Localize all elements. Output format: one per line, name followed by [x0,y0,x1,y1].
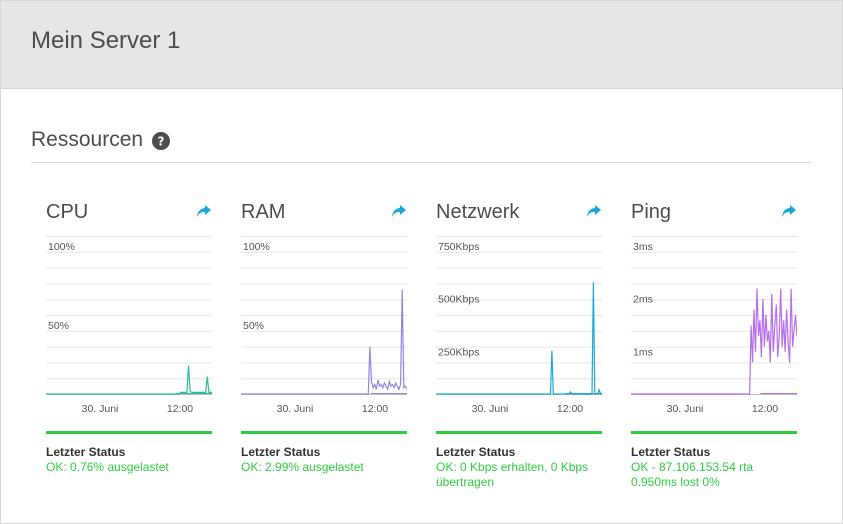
x-tick-label: 12:00 [752,403,778,415]
x-tick-label: 12:00 [167,403,193,415]
status-value: OK: 0.76% ausgelastet [46,460,169,474]
series-line-ram [241,289,407,395]
card-title: RAM [241,201,286,223]
status-value: OK: 2.99% ausgelastet [241,460,364,474]
series-line-ping [631,288,797,395]
y-tick-label: 3ms [633,241,653,253]
y-tick-label: 2ms [633,294,653,306]
y-tick-label: 100% [48,241,75,253]
y-tick-label: 250Kbps [438,346,479,358]
y-tick-label: 1ms [633,346,653,358]
question-circle-icon[interactable]: ? [152,132,170,150]
chart-ping: 3ms 2ms 1ms 30. Juni 12:00 [631,236,797,415]
chart-netzwerk: 750Kbps 500Kbps 250Kbps 30. Juni 12:00 [436,236,602,415]
status-label: Letzter Status [436,445,516,459]
chart-cpu: 100% 50% 30. Juni 12:00 [46,236,212,415]
status-value: OK: 0 Kbps erhalten, 0 Kbps übertragen [436,460,589,489]
card-title: CPU [46,201,89,223]
status-label: Letzter Status [631,445,711,459]
svg-text:?: ? [158,135,165,149]
status-value: OK - 87.106.153.54 rta 0.950ms lost 0% [631,460,754,489]
share-arrow-icon[interactable] [196,204,212,218]
y-tick-label: 50% [243,320,264,332]
status-label: Letzter Status [46,445,126,459]
section-title: Ressourcen [31,128,144,151]
y-tick-label: 50% [48,320,69,332]
y-tick-label: 500Kbps [438,294,479,306]
status-bar [631,431,797,434]
section-divider [31,162,811,163]
resource-card-netzwerk: Netzwerk 750Kbps 500Kbps 250Kbps 30. Juni 12… [436,196,602,506]
status-bar [241,431,407,434]
page-header: Mein Server 1 [1,1,842,89]
chart-ram: 100% 50% 30. Juni 12:00 [241,236,407,415]
page-title: Mein Server 1 [31,27,181,54]
x-tick-label: 30. Juni [277,403,314,415]
x-tick-label: 12:00 [362,403,388,415]
x-tick-label: 30. Juni [667,403,704,415]
y-tick-label: 100% [243,241,270,253]
series-line-cpu [46,365,212,395]
card-title: Netzwerk [436,201,520,223]
share-arrow-icon[interactable] [586,204,602,218]
y-tick-label: 750Kbps [438,241,479,253]
status-bar [46,431,212,434]
card-title: Ping [631,201,672,223]
share-arrow-icon[interactable] [391,204,407,218]
status-label: Letzter Status [241,445,321,459]
x-tick-label: 30. Juni [472,403,509,415]
resource-card-ping: Ping 3ms 2ms 1ms 30. Juni 12:00 Letzter Stat… [631,196,797,506]
x-tick-label: 12:00 [557,403,583,415]
x-tick-label: 30. Juni [82,403,119,415]
status-bar [436,431,602,434]
share-arrow-icon[interactable] [781,204,797,218]
